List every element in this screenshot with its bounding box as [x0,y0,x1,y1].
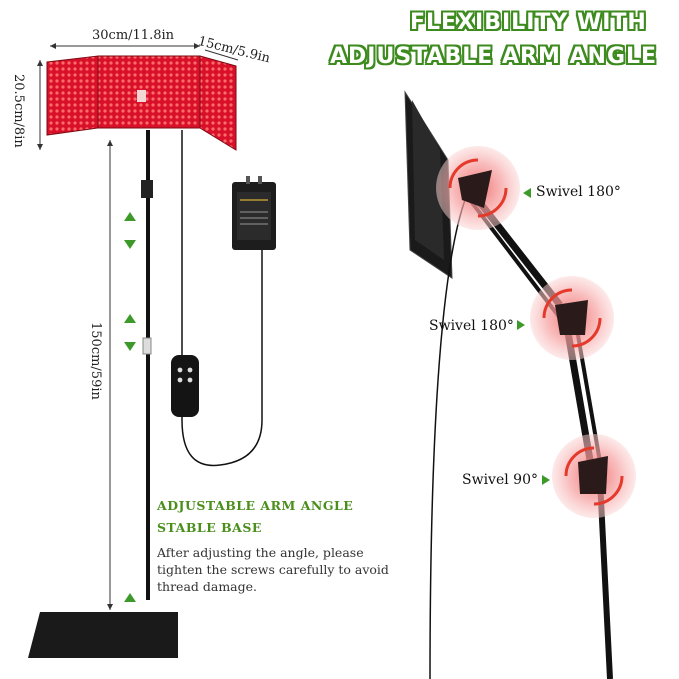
panel-height-label: 20.5cm/8in [11,74,26,148]
feature-arm-angle: ADJUSTABLE ARM ANGLE [157,498,354,513]
adjust-arrows [124,212,136,629]
swivel-label-top: Swivel 180° [536,184,621,200]
led-panel [46,55,237,151]
headline-line-1: FLEXIBILITY WITH [410,10,647,35]
power-adapter [232,176,276,250]
swivel-label-middle: Swivel 180° [429,318,514,334]
stand-height-label: 150cm/59in [88,322,103,400]
swivel-pointers [517,188,550,485]
power-cable [181,130,263,467]
feature-note: After adjusting the angle, please tighte… [157,545,389,594]
stand-base [28,612,178,658]
width-label: 30cm/11.8in [92,28,175,43]
headline-line-2: ADJUSTABLE ARM ANGLE [330,44,658,69]
wall-arm-illustration [404,90,636,679]
remote-control [171,355,199,417]
feature-stable-base: STABLE BASE [157,520,262,535]
swivel-label-bottom: Swivel 90° [462,472,538,488]
